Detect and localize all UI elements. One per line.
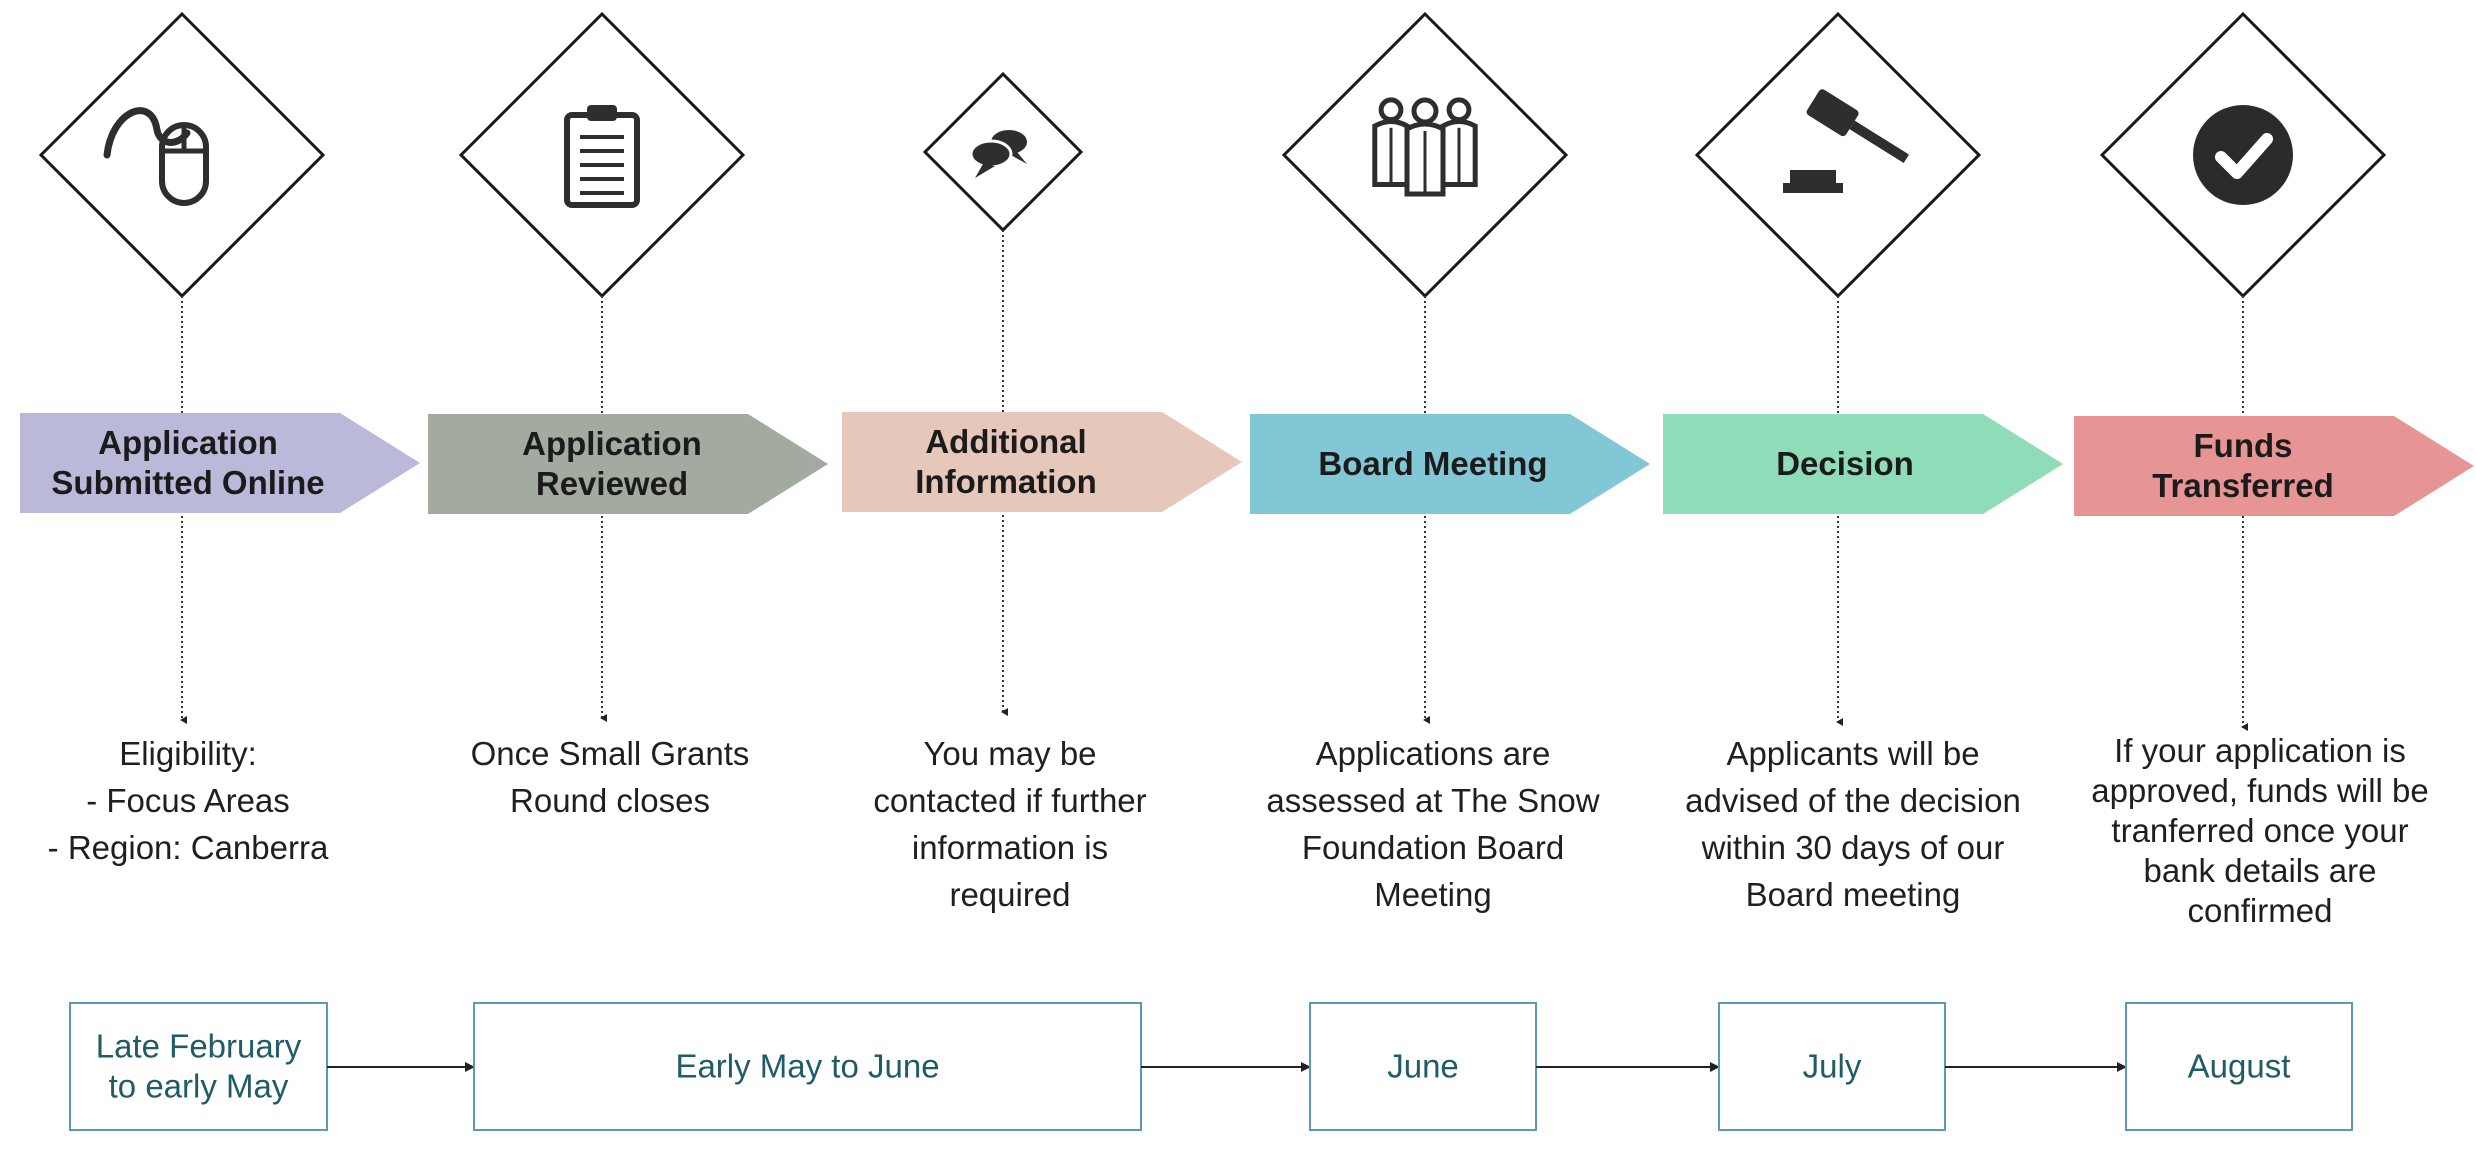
timeline-box-frame [2125, 1002, 2353, 1131]
step-description-line: Applications are [1316, 735, 1551, 772]
step-arrow-banner [842, 412, 1242, 512]
step-title-line: Information [915, 463, 1096, 500]
step-description-line: contacted if further [873, 782, 1146, 819]
step-title-line: Reviewed [536, 465, 688, 502]
step-description-line: within 30 days of our [1701, 829, 2005, 866]
step-description-line: If your application is [2114, 732, 2406, 769]
step-diamond [1694, 11, 1982, 299]
timeline-label-line: July [1803, 1048, 1862, 1085]
timeline-label-line: Early May to June [675, 1048, 939, 1085]
step-arrow-banner [1663, 414, 2063, 514]
timeline-box-frame [69, 1002, 328, 1131]
step-title-line: Submitted Online [51, 464, 324, 501]
timeline-label-line: to early May [109, 1068, 289, 1105]
timeline-box: Early May to June [473, 1002, 1142, 1131]
step-title-line: Decision [1776, 445, 1914, 482]
step-description-line: information is [912, 829, 1108, 866]
step-description-line: Board meeting [1746, 876, 1961, 913]
people-group-icon [1372, 97, 1478, 197]
timeline-box: August [2125, 1002, 2353, 1131]
step-diamond [38, 11, 326, 299]
step-description-line: advised of the decision [1685, 782, 2021, 819]
step-description-line: Applicants will be [1726, 735, 1979, 772]
speech-bubbles-icon [969, 130, 1027, 178]
step-description-line: Meeting [1374, 876, 1491, 913]
step-diamond [458, 11, 746, 299]
timeline-label-line: June [1387, 1048, 1459, 1085]
step-arrow-banner [428, 414, 828, 514]
checkmark-circle-icon [2193, 105, 2293, 205]
timeline-label-line: Late February [96, 1028, 302, 1065]
step-arrow-banner [20, 413, 420, 513]
step-description-line: You may be [923, 735, 1096, 772]
step-title-line: Funds [2194, 427, 2293, 464]
step-description-line: - Focus Areas [86, 782, 290, 819]
step-title-line: Transferred [2152, 467, 2334, 504]
timeline-box-frame [1309, 1002, 1537, 1131]
step-arrow-banner [2074, 416, 2474, 516]
step-arrow-banner [1250, 414, 1650, 514]
step-description-line: confirmed [2188, 892, 2333, 929]
step-title-line: Application [522, 425, 702, 462]
step-description-line: assessed at The Snow [1266, 782, 1599, 819]
mouse-icon [103, 107, 209, 206]
step-description-line: Round closes [510, 782, 710, 819]
timeline-box: July [1718, 1002, 1946, 1131]
step-description-line: bank details are [2144, 852, 2377, 889]
step-description-line: Foundation Board [1302, 829, 1564, 866]
step-description-line: required [949, 876, 1070, 913]
step-title-line: Additional [925, 423, 1086, 460]
step-description-line: Once Small Grants [471, 735, 750, 772]
step-description-line: - Region: Canberra [48, 829, 329, 866]
timeline-box-frame [1718, 1002, 1946, 1131]
timeline-box: June [1309, 1002, 1537, 1131]
step-description-line: Eligibility: [119, 735, 257, 772]
step-title-line: Board Meeting [1318, 445, 1547, 482]
step-description-line: approved, funds will be [2091, 772, 2429, 809]
step-description-line: tranferred once your [2111, 812, 2408, 849]
step-title-line: Application [98, 424, 278, 461]
gavel-icon [1783, 89, 1910, 193]
timeline-box-frame [473, 1002, 1142, 1131]
clipboard-icon [564, 105, 640, 208]
timeline-label-line: August [2188, 1048, 2291, 1085]
